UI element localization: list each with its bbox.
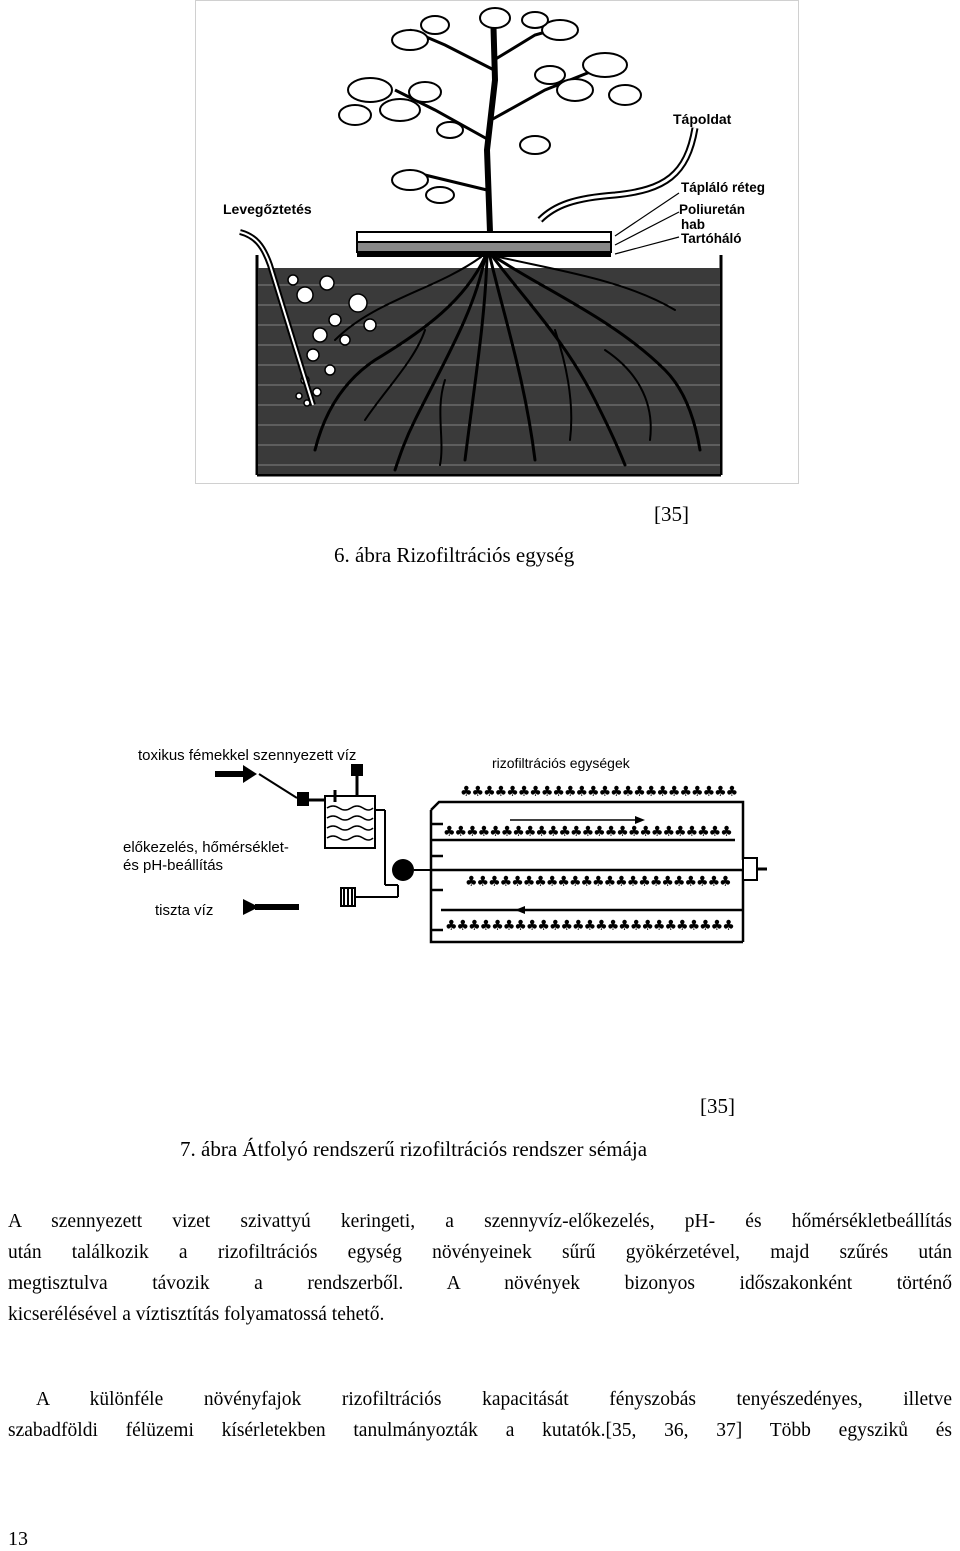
page-number: 13 bbox=[8, 1528, 28, 1550]
label-inflow: toxikus fémekkel szennyezett víz bbox=[138, 747, 356, 764]
paragraph-1-line-4: kicserélésével a víztisztítás folyamatos… bbox=[8, 1304, 385, 1325]
svg-text:♣♣♣♣♣♣♣♣♣♣♣♣♣♣♣♣♣♣♣♣♣♣♣♣: ♣♣♣♣♣♣♣♣♣♣♣♣♣♣♣♣♣♣♣♣♣♣♣♣ bbox=[460, 784, 737, 800]
outflow-arrow bbox=[243, 899, 299, 915]
label-foam: hab bbox=[681, 217, 705, 232]
paragraph-2: A különféle növényfajok rizofiltrációs k… bbox=[8, 1384, 952, 1446]
roots bbox=[313, 255, 702, 472]
label-units: rizofiltrációs egységek bbox=[492, 755, 631, 771]
svg-text:♣♣♣♣♣♣♣♣♣♣♣♣♣♣♣♣♣♣♣♣♣♣♣♣♣: ♣♣♣♣♣♣♣♣♣♣♣♣♣♣♣♣♣♣♣♣♣♣♣♣♣ bbox=[443, 824, 732, 840]
paragraph-1-line-2: után találkozik a rizofiltrációs egység … bbox=[8, 1242, 952, 1263]
label-pretreatment-2: és pH-beállítás bbox=[123, 857, 223, 874]
outlet-valve bbox=[340, 887, 398, 907]
paragraph-2-line-1: A különféle növényfajok rizofiltrációs k… bbox=[36, 1389, 952, 1410]
plant-row-top: ♣♣♣♣♣♣♣♣♣♣♣♣♣♣♣♣♣♣♣♣♣♣♣♣ bbox=[460, 784, 738, 800]
right-connector bbox=[742, 857, 767, 881]
figure-6-caption: 6. ábra Rizofiltrációs egység bbox=[334, 543, 575, 567]
rhizofiltration-unit-drawing: Levegőztetés Tápoldat Tápláló réteg Poli… bbox=[195, 0, 799, 484]
paragraph-2-line-2: szabadföldi félüzemi kísérletekben tanul… bbox=[8, 1420, 952, 1441]
plant-row-middle: ♣♣♣♣♣♣♣♣♣♣♣♣♣♣♣♣♣♣♣♣♣♣♣ bbox=[465, 874, 732, 890]
svg-text:♣♣♣♣♣♣♣♣♣♣♣♣♣♣♣♣♣♣♣♣♣♣♣♣♣: ♣♣♣♣♣♣♣♣♣♣♣♣♣♣♣♣♣♣♣♣♣♣♣♣♣ bbox=[445, 918, 734, 934]
figure-6-reference: [35] bbox=[654, 502, 689, 526]
plant-row-bottom: ♣♣♣♣♣♣♣♣♣♣♣♣♣♣♣♣♣♣♣♣♣♣♣♣♣ bbox=[445, 918, 735, 934]
label-polyurethane: Poliuretán bbox=[679, 202, 745, 217]
flow-through-system-diagram: toxikus fémekkel szennyezett víz rizofil… bbox=[123, 747, 767, 944]
flow-arrow-left bbox=[515, 906, 650, 914]
pretreatment-tank bbox=[258, 764, 398, 886]
flow-arrow-right bbox=[510, 816, 645, 824]
paragraph-1-line-1: A szennyezett vizet szivattyú keringeti,… bbox=[8, 1211, 952, 1232]
paragraph-1: A szennyezett vizet szivattyú keringeti,… bbox=[8, 1206, 952, 1330]
plant bbox=[338, 7, 642, 233]
leader-lines bbox=[614, 192, 680, 255]
label-aeration: Levegőztetés bbox=[223, 201, 312, 217]
floating-raft bbox=[356, 231, 612, 257]
pump bbox=[392, 859, 414, 881]
air-bubbles bbox=[287, 274, 377, 407]
label-support-net: Tartóháló bbox=[681, 231, 742, 246]
paragraph-1-line-3: megtisztulva távozik a rendszerből. A nö… bbox=[8, 1273, 952, 1294]
label-clean-water: tiszta víz bbox=[155, 902, 213, 919]
label-nutrient-solution: Tápoldat bbox=[673, 111, 732, 127]
label-pretreatment-1: előkezelés, hőmérséklet- bbox=[123, 839, 289, 856]
svg-text:♣♣♣♣♣♣♣♣♣♣♣♣♣♣♣♣♣♣♣♣♣♣♣: ♣♣♣♣♣♣♣♣♣♣♣♣♣♣♣♣♣♣♣♣♣♣♣ bbox=[465, 874, 731, 890]
figure-7-reference: [35] bbox=[700, 1094, 735, 1118]
inflow-arrow bbox=[215, 765, 257, 783]
label-nutrient-layer: Tápláló réteg bbox=[681, 180, 765, 195]
plant-row-upper-channel: ♣♣♣♣♣♣♣♣♣♣♣♣♣♣♣♣♣♣♣♣♣♣♣♣♣ bbox=[443, 824, 733, 840]
figure-7-caption: 7. ábra Átfolyó rendszerű rizofiltrációs… bbox=[180, 1137, 648, 1161]
